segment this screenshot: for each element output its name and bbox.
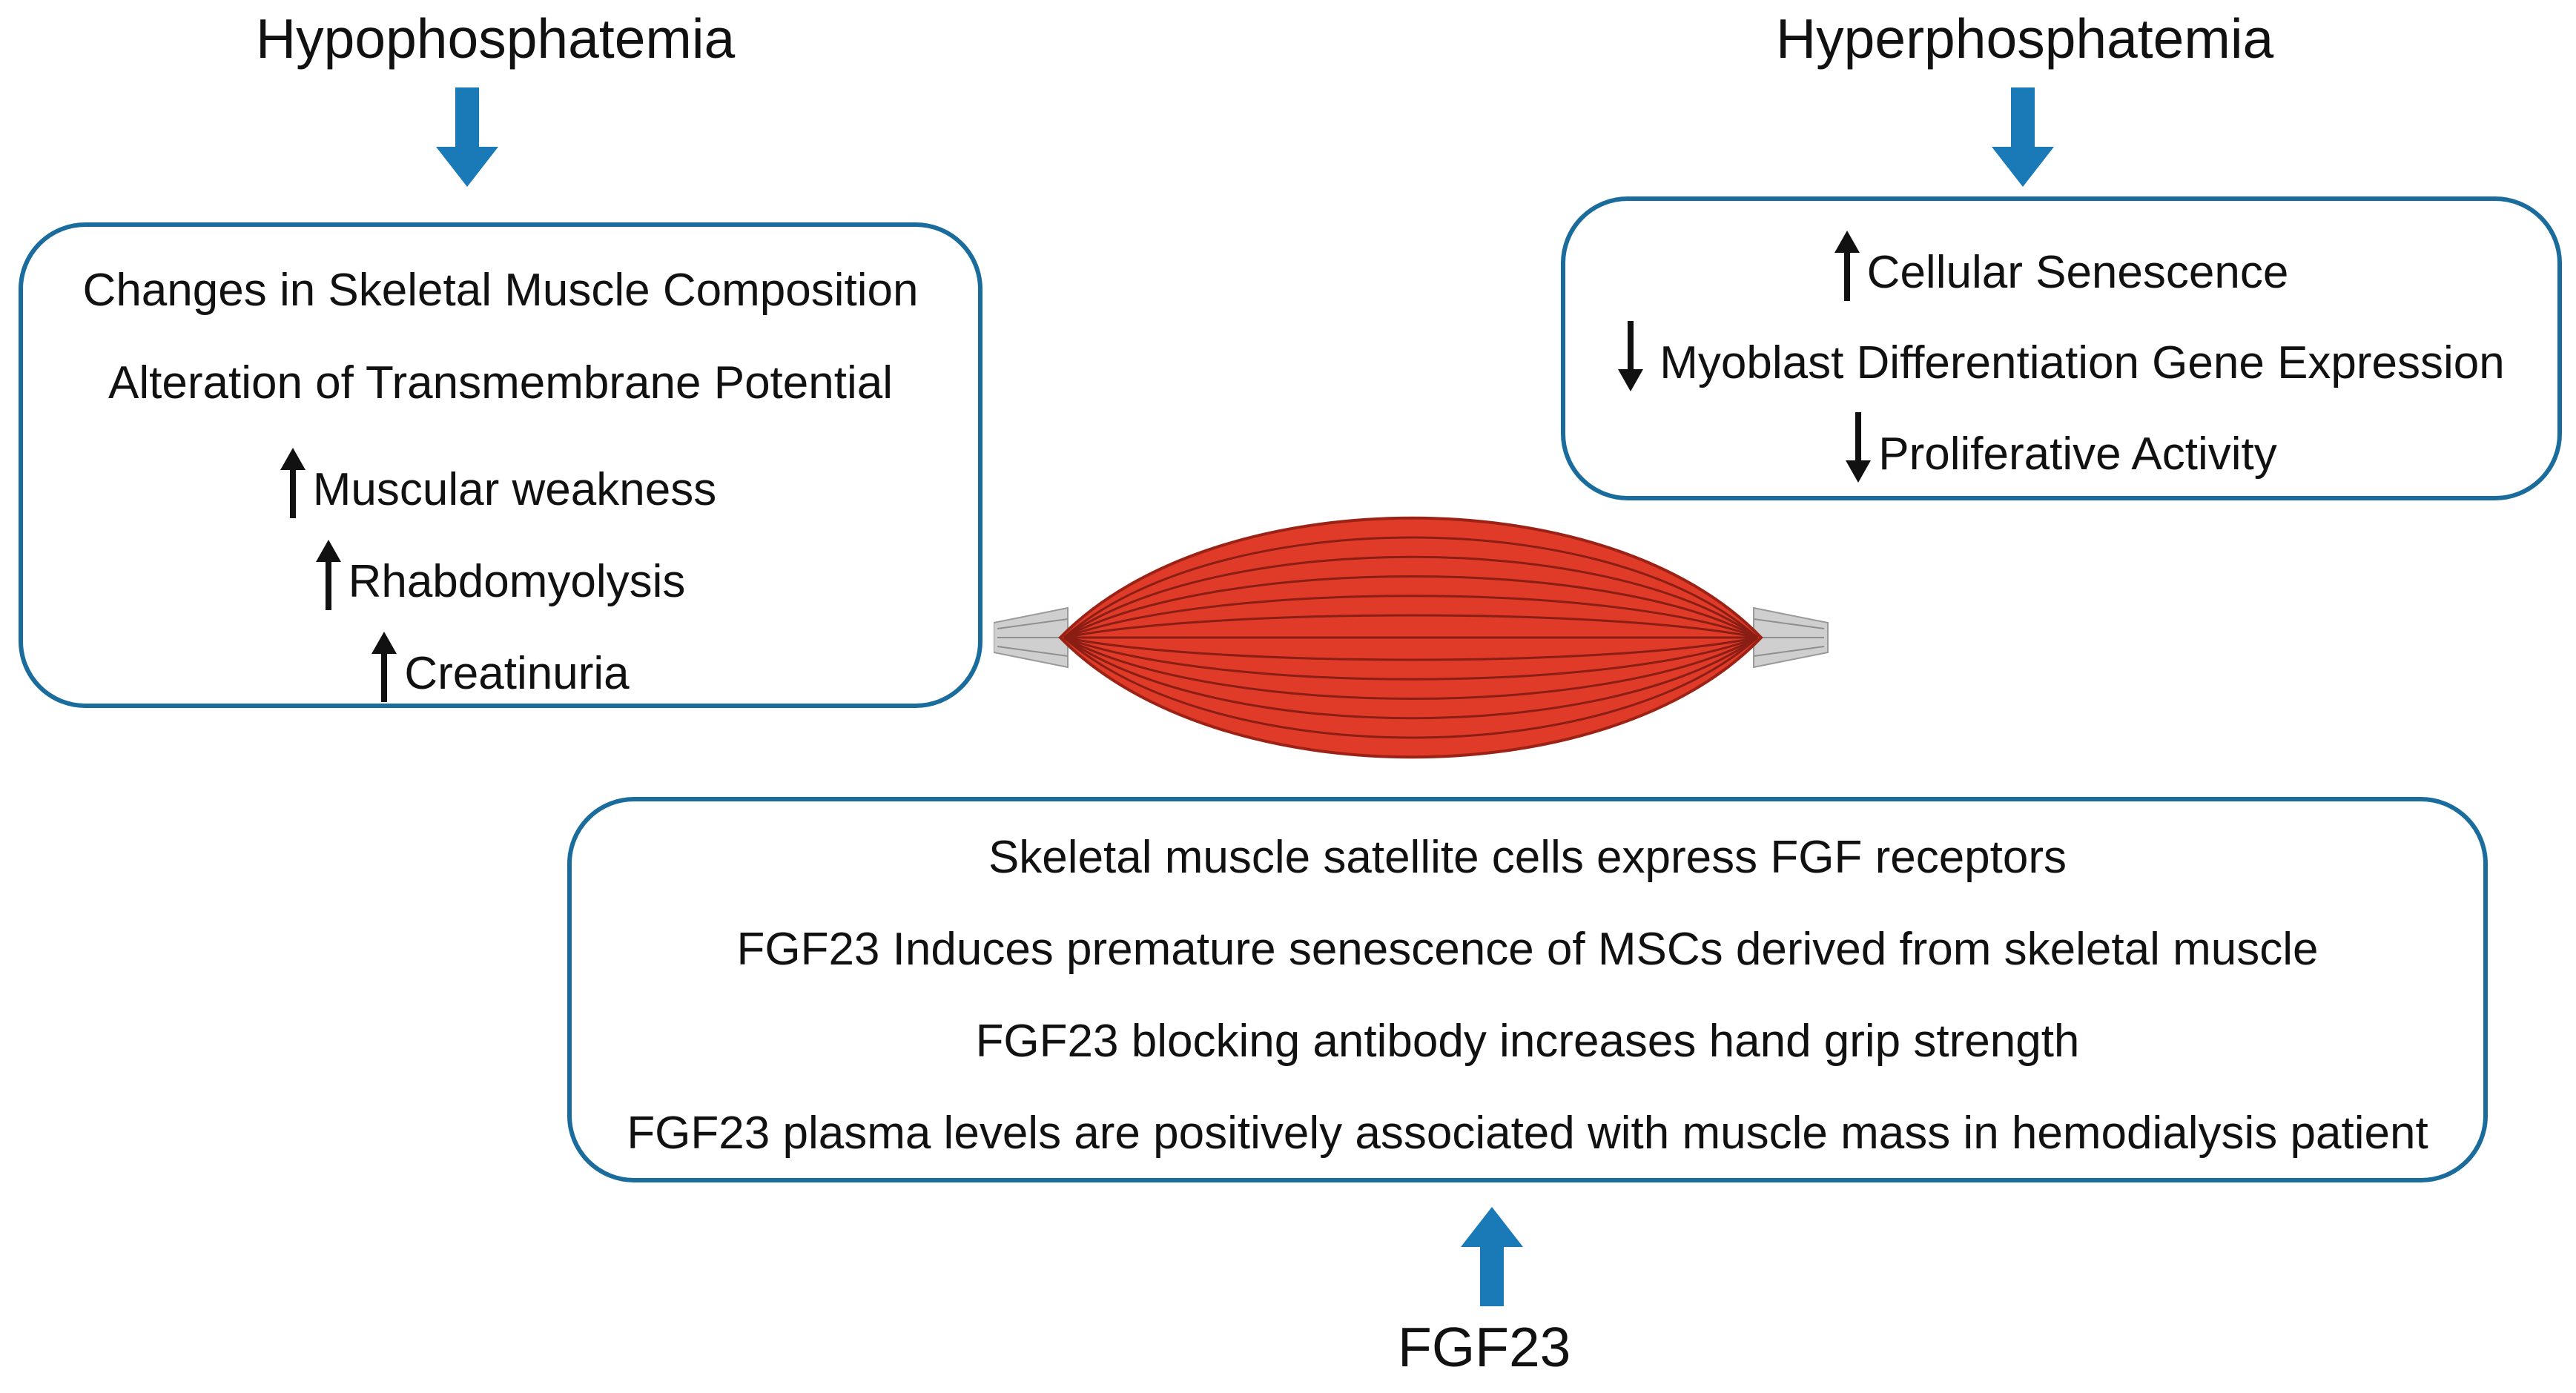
hypo-item: Muscular weakness bbox=[19, 448, 978, 518]
hypo-item-text: Alteration of Transmembrane Potential bbox=[108, 357, 893, 408]
hyperphosphatemia-title: Hyperphosphatemia bbox=[1776, 7, 2274, 70]
hyper-item: Cellular Senescence bbox=[1565, 231, 2557, 301]
hypo-item-text: Changes in Skeletal Muscle Composition bbox=[82, 265, 919, 316]
arrow-up-icon bbox=[1461, 1207, 1523, 1306]
fgf-item: FGF23 Induces premature senescence of MS… bbox=[572, 927, 2483, 973]
arrow-up-icon bbox=[315, 540, 341, 610]
arrow-down-icon bbox=[436, 87, 498, 187]
fgf-item-text: FGF23 plasma levels are positively assoc… bbox=[627, 1108, 2428, 1159]
arrow-down-icon bbox=[1992, 87, 2054, 187]
fgf-item: FGF23 plasma levels are positively assoc… bbox=[572, 1111, 2483, 1157]
arrow-up-icon bbox=[1834, 231, 1860, 301]
hypo-item: Alteration of Transmembrane Potential bbox=[23, 360, 978, 406]
hyperphosphatemia-box: Cellular Senescence Myoblast Differentia… bbox=[1561, 196, 2562, 500]
arrow-down-icon bbox=[1618, 321, 1644, 391]
hypophosphatemia-title: Hypophosphatemia bbox=[256, 7, 736, 70]
hyper-item: Proliferative Activity bbox=[1565, 412, 2557, 483]
muscle-fibers bbox=[1063, 536, 1759, 739]
hyper-item-text: Cellular Senescence bbox=[1866, 247, 2289, 298]
hypo-item: Rhabdomyolysis bbox=[23, 540, 978, 610]
hypo-item-text: Creatinuria bbox=[404, 648, 630, 699]
hypo-item-text: Muscular weakness bbox=[312, 464, 717, 515]
hypo-item: Creatinuria bbox=[23, 632, 978, 702]
fgf-item-text: FGF23 blocking antibody increases hand g… bbox=[975, 1016, 2080, 1067]
fgf-item: FGF23 blocking antibody increases hand g… bbox=[572, 1019, 2483, 1065]
arrow-up-icon bbox=[371, 632, 397, 702]
hyper-item: Myoblast Differentiation Gene Expression bbox=[1565, 321, 2557, 391]
arrow-down-icon bbox=[1846, 412, 1872, 483]
fgf-item-text: Skeletal muscle satellite cells express … bbox=[988, 832, 2067, 883]
skeletal-muscle-illustration bbox=[994, 516, 1829, 759]
fgf-item: Skeletal muscle satellite cells express … bbox=[572, 835, 2483, 881]
hypo-item-text: Rhabdomyolysis bbox=[348, 556, 686, 607]
hypophosphatemia-box: Changes in Skeletal Muscle Composition A… bbox=[19, 222, 982, 708]
hypo-item: Changes in Skeletal Muscle Composition bbox=[23, 268, 978, 314]
fgf-item-text: FGF23 Induces premature senescence of MS… bbox=[736, 924, 2319, 975]
hyper-item-text: Proliferative Activity bbox=[1878, 429, 2277, 480]
fgf23-title: FGF23 bbox=[1398, 1316, 1571, 1378]
fgf23-box: Skeletal muscle satellite cells express … bbox=[567, 797, 2488, 1182]
hyper-item-text: Myoblast Differentiation Gene Expression bbox=[1659, 337, 2505, 388]
arrow-up-icon bbox=[280, 448, 306, 518]
